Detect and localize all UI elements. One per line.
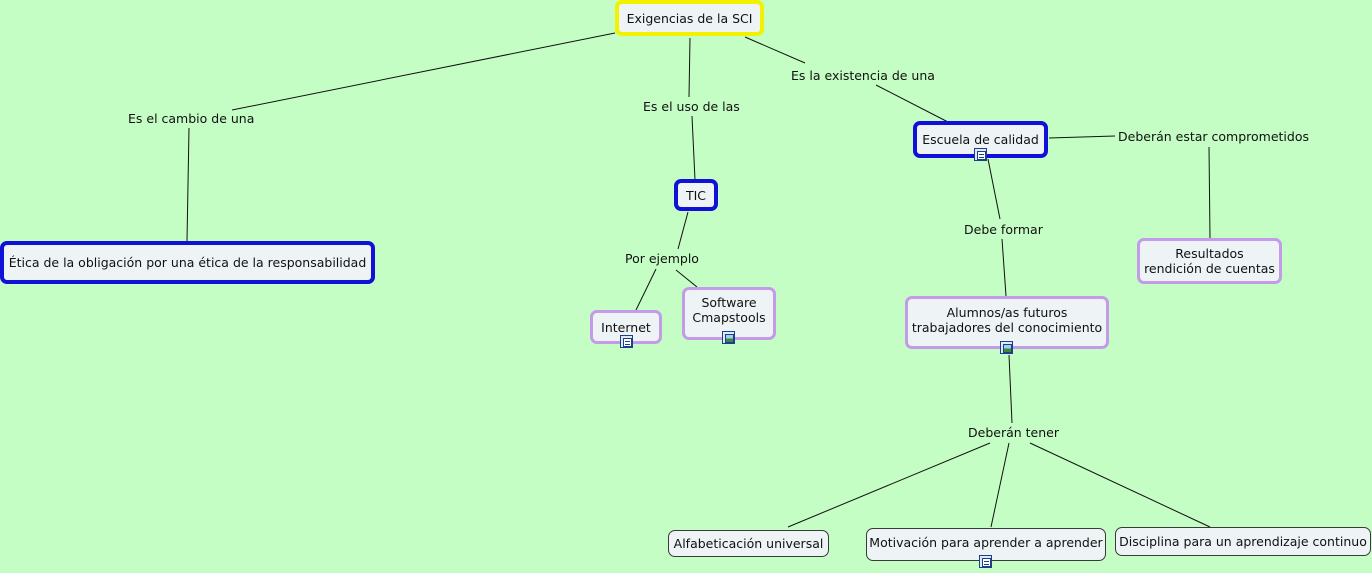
link-label-formar: Debe formar [962, 222, 1045, 237]
concept-etica[interactable]: Ética de la obligación por una ética de … [0, 241, 375, 284]
document-icon[interactable] [979, 555, 992, 568]
image-icon[interactable] [722, 331, 735, 344]
concept-tic-label: TIC [685, 187, 707, 203]
concept-disciplina-label: Disciplina para un aprendizaje continuo [1119, 534, 1367, 549]
concept-motivacion-label: Motivación para aprender a aprender [869, 535, 1103, 550]
concept-disciplina[interactable]: Disciplina para un aprendizaje continuo [1115, 527, 1371, 556]
concept-alumnos[interactable]: Alumnos/as futuros trabajadores del cono… [905, 296, 1109, 349]
link-label-comprometidos: Deberán estar comprometidos [1116, 129, 1311, 144]
concept-resultados[interactable]: Resultados rendición de cuentas [1137, 238, 1282, 284]
concept-resultados-label: Resultados rendición de cuentas [1144, 246, 1275, 276]
concept-escuela-label: Escuela de calidad [922, 132, 1039, 147]
concept-etica-label: Ética de la obligación por una ética de … [8, 255, 367, 270]
concept-internet-label: Internet [601, 319, 651, 335]
link-label-ejemplo: Por ejemplo [623, 251, 701, 266]
image-icon[interactable] [1000, 341, 1013, 354]
concept-alfabetizacion-label: Alfabeticación universal [673, 536, 824, 551]
concept-alfabetizacion[interactable]: Alfabeticación universal [668, 530, 829, 557]
link-label-uso: Es el uso de las [641, 99, 742, 114]
concept-tic[interactable]: TIC [674, 179, 718, 211]
link-label-existencia: Es la existencia de una [789, 68, 937, 83]
concept-alumnos-label: Alumnos/as futuros trabajadores del cono… [911, 304, 1103, 335]
link-label-tener: Deberán tener [966, 425, 1061, 440]
root-concept-label: Exigencias de la SCI [626, 10, 753, 26]
document-icon[interactable] [974, 148, 987, 161]
root-concept-exigencias[interactable]: Exigencias de la SCI [615, 0, 764, 36]
document-icon[interactable] [620, 335, 633, 348]
link-label-cambio: Es el cambio de una [126, 111, 257, 126]
concept-software-label: Software Cmapstools [692, 294, 766, 325]
